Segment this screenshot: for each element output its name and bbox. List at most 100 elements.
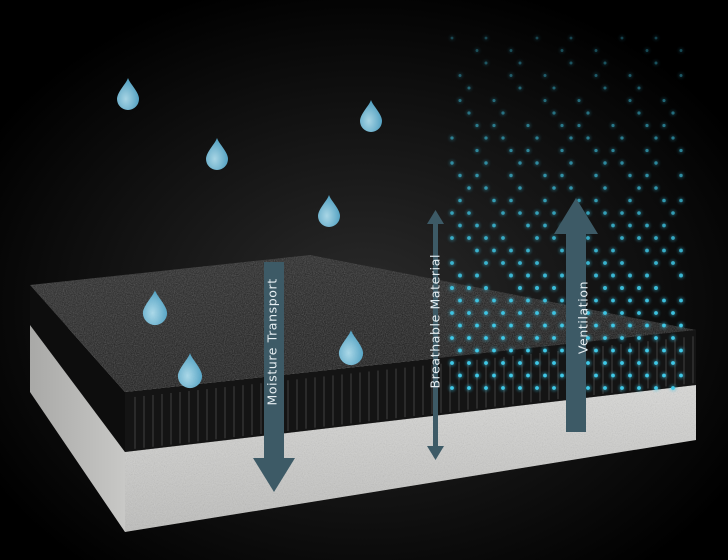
air-particle-dot <box>637 86 641 90</box>
air-particle-dot <box>535 261 539 265</box>
air-particle-dot <box>569 161 573 165</box>
air-particle-dot <box>654 311 658 315</box>
air-particle-dot <box>535 211 539 215</box>
air-particle-dot <box>475 298 479 303</box>
air-particle-dot <box>467 361 471 365</box>
air-particle-dot <box>552 211 556 215</box>
air-particle-glow <box>652 59 660 67</box>
air-particle-dot <box>594 248 598 253</box>
moisture-transport-label: Moisture Transport <box>264 278 280 406</box>
air-particle-dot <box>679 323 683 328</box>
air-particle-dot <box>509 323 513 328</box>
ventilation-label: Ventilation <box>575 280 591 355</box>
air-particle-glow <box>465 84 473 92</box>
air-particle-dot <box>594 73 598 78</box>
air-particle-dot <box>535 236 539 240</box>
air-particle-dot <box>560 373 564 378</box>
air-particle-glow <box>456 72 464 79</box>
air-particle-dot <box>526 148 530 153</box>
air-particle-dot <box>645 298 649 303</box>
air-particle-dot <box>679 198 683 203</box>
air-particle-dot <box>560 348 564 353</box>
air-particle-dot <box>458 373 462 378</box>
air-particle-dot <box>475 223 479 228</box>
air-particle-dot <box>569 61 573 65</box>
air-particle-dot <box>611 248 615 253</box>
air-particle-dot <box>526 273 530 278</box>
air-particle-dot <box>594 148 598 153</box>
water-droplet-icon <box>142 290 168 326</box>
air-particle-dot <box>628 73 632 78</box>
air-particle-dot <box>484 361 488 365</box>
air-particle-dot <box>492 223 496 228</box>
air-particle-dot <box>450 311 454 315</box>
water-droplet-icon <box>206 138 228 170</box>
air-particle-dot <box>552 336 556 340</box>
air-particle-dot <box>620 211 624 215</box>
air-particle-dot <box>654 36 658 40</box>
air-particle-dot <box>586 361 590 365</box>
air-particle-dot <box>671 361 675 365</box>
air-particle-dot <box>526 348 530 353</box>
air-particle-dot <box>458 73 462 78</box>
air-particle-dot <box>543 273 547 278</box>
air-particle-dot <box>450 361 454 365</box>
air-particle-dot <box>509 49 513 52</box>
air-particle-dot <box>518 386 522 390</box>
air-particle-dot <box>484 186 488 190</box>
air-particle-glow <box>626 97 634 104</box>
air-particle-dot <box>671 311 675 315</box>
air-particle-dot <box>560 248 564 253</box>
air-particle-dot <box>586 311 590 315</box>
air-particle-dot <box>569 136 573 140</box>
air-particle-dot <box>501 311 505 315</box>
air-particle-dot <box>492 123 496 128</box>
air-particle-dot <box>611 273 615 278</box>
air-particle-glow <box>575 97 583 104</box>
water-droplet-icon <box>177 353 203 389</box>
air-particle-dot <box>671 236 675 240</box>
air-particle-dot <box>620 236 624 240</box>
air-particle-dot <box>518 61 522 65</box>
air-particle-dot <box>654 161 658 165</box>
air-particle-dot <box>645 323 649 328</box>
air-particle-dot <box>543 98 547 103</box>
air-particle-dot <box>645 273 649 278</box>
breathable-material-arrow <box>427 210 444 460</box>
air-particle-dot <box>586 136 590 140</box>
air-particle-dot <box>450 36 454 40</box>
air-particle-dot <box>526 298 530 303</box>
air-particle-dot <box>492 98 496 103</box>
air-particle-dot <box>450 286 454 290</box>
water-droplet-icon <box>360 100 382 132</box>
air-particle-dot <box>526 223 530 228</box>
air-particle-dot <box>518 86 522 90</box>
air-particle-dot <box>671 261 675 265</box>
air-particle-dot <box>603 336 607 340</box>
air-particle-glow <box>482 59 490 67</box>
air-particle-dot <box>628 198 632 203</box>
air-particle-dot <box>535 311 539 315</box>
air-particle-dot <box>484 36 488 40</box>
air-particle-dot <box>654 136 658 140</box>
air-particle-dot <box>492 373 496 378</box>
air-particle-dot <box>603 86 607 90</box>
air-particle-dot <box>654 286 658 290</box>
air-particle-dot <box>679 298 683 303</box>
air-particle-dot <box>637 361 641 365</box>
air-particle-dot <box>662 348 666 353</box>
air-particle-glow <box>533 34 541 42</box>
air-particle-dot <box>475 348 479 353</box>
air-particle-dot <box>552 186 556 190</box>
air-particle-dot <box>611 348 615 353</box>
air-particle-dot <box>526 323 530 328</box>
air-particle-dot <box>594 49 598 52</box>
air-particle-dot <box>450 236 454 240</box>
air-particle-dot <box>679 49 683 52</box>
air-particle-dot <box>501 336 505 340</box>
air-particle-dot <box>518 361 522 365</box>
air-particle-dot <box>671 336 675 340</box>
air-particle-dot <box>458 223 462 228</box>
air-particle-dot <box>518 261 522 265</box>
water-droplet-icon <box>117 78 139 110</box>
